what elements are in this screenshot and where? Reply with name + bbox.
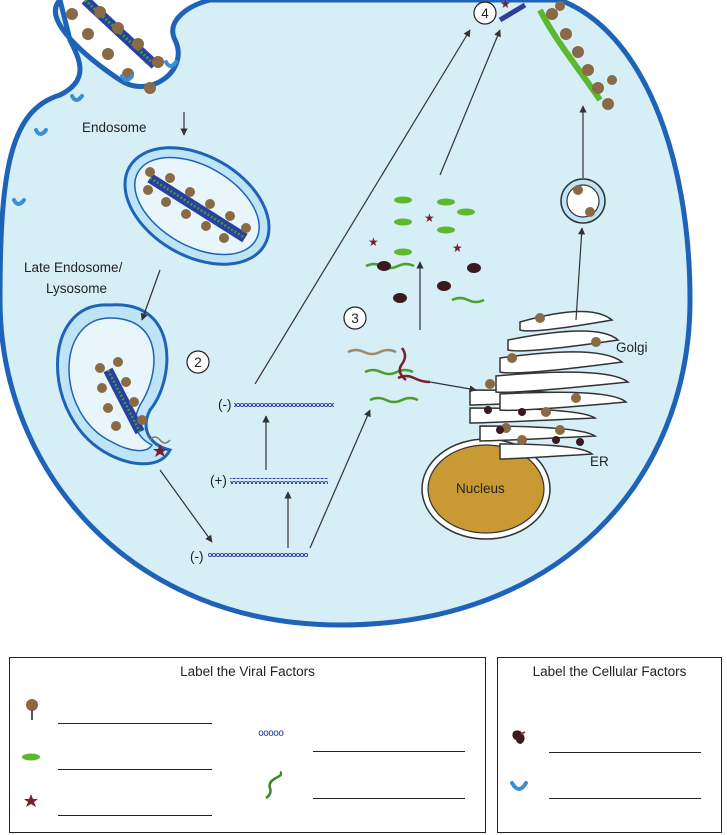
late-endosome-label-1: Late Endosome/ [24, 260, 123, 275]
svg-text:★: ★ [368, 235, 379, 249]
entering-virion [66, 0, 164, 94]
svg-text:★: ★ [424, 211, 435, 225]
rna-minus-top-label: (-) [218, 397, 232, 412]
rna-minus-bottom [208, 553, 308, 559]
golgi-glycoproteins [485, 313, 601, 445]
svg-text:★: ★ [452, 241, 463, 255]
svg-text:2: 2 [194, 355, 202, 370]
rna-plus-label: (+) [210, 473, 227, 488]
endosome [123, 146, 271, 266]
budding-virions [498, 1, 617, 110]
transport-vesicle [560, 178, 606, 224]
er-label: ER [590, 454, 609, 469]
dark-red-ribosome-icon [512, 730, 526, 744]
golgi-label: Golgi [616, 340, 648, 355]
svg-text:4: 4 [481, 6, 489, 21]
viral-answer-line-2[interactable] [58, 769, 212, 770]
step-4: 4 [473, 1, 497, 25]
late-endosome [56, 303, 173, 466]
green-squiggle-icon [265, 770, 282, 800]
star-proteins: ★ ★ ★ ★ [368, 0, 511, 255]
cellular-factors-box: Label the Cellular Factors [497, 657, 722, 833]
green-oval-protein-icon [22, 753, 40, 761]
svg-text:3: 3 [351, 311, 359, 326]
pathway-arrows [140, 29, 587, 549]
surface-receptors [12, 60, 178, 206]
viral-factors-box: Label the Viral Factors ooooo [9, 657, 486, 833]
endosome-label: Endosome [82, 120, 147, 135]
viral-factors-title: Label the Viral Factors [180, 664, 315, 679]
red-star-protein-icon [24, 794, 38, 807]
rna-minus-top [234, 402, 334, 408]
viral-answer-line-4[interactable] [313, 751, 465, 752]
step-3: 3 [343, 306, 367, 330]
viral-answer-line-1[interactable] [58, 723, 212, 724]
viral-mrnas [347, 262, 485, 404]
free-ribosomes [377, 261, 481, 303]
step-2: 2 [186, 350, 210, 374]
rna-plus [230, 478, 328, 484]
blue-receptor-icon [510, 781, 528, 791]
viral-answer-line-5[interactable] [313, 798, 465, 799]
er-ribosomes [484, 406, 584, 446]
green-proteins [394, 196, 475, 256]
nucleus-label: Nucleus [456, 481, 505, 496]
cellular-factors-title: Label the Cellular Factors [532, 664, 687, 679]
golgi-apparatus [495, 310, 631, 412]
svg-text:★: ★ [500, 0, 511, 11]
virion-glycoprotein-icon [26, 699, 38, 720]
cellular-answer-line-2[interactable] [549, 798, 701, 799]
rna-coil-icon: ooooo [258, 728, 284, 739]
viral-answer-line-3[interactable] [58, 815, 212, 816]
cellular-answer-line-1[interactable] [549, 752, 701, 753]
late-endosome-label-2: Lysosome [46, 281, 107, 296]
nucleus [421, 438, 551, 540]
rna-minus-bottom-label: (-) [190, 549, 204, 564]
